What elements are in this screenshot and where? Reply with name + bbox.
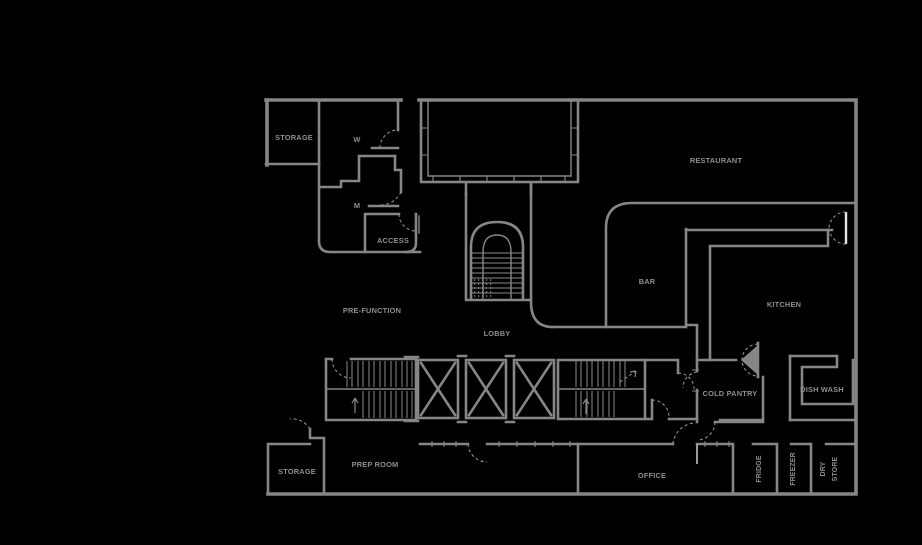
service-stair-left bbox=[324, 357, 418, 422]
vestibule-door-arc-lower bbox=[651, 399, 670, 418]
stair-right-up-arrow bbox=[582, 398, 590, 414]
label-restaurant: RESTAURANT bbox=[690, 156, 743, 165]
cold-pantry-south-door-arc bbox=[697, 421, 716, 441]
vestibule-door-arc-upper bbox=[677, 372, 695, 390]
label-prefunction: PRE-FUNCTION bbox=[343, 306, 401, 315]
kitchen-service-door-arc-lower bbox=[828, 228, 847, 245]
label-dry-store-line2: STORE bbox=[832, 456, 839, 481]
kitchen-swing-door-leaf bbox=[741, 345, 758, 375]
store-rooms-walls bbox=[718, 418, 858, 495]
label-dish-wash: DISH WASH bbox=[800, 385, 844, 394]
room-labels: STORAGE W M ACCESS RESTAURANT PRE-FUNCTI… bbox=[275, 133, 844, 486]
prep-room-walls bbox=[418, 441, 580, 463]
label-kitchen: KITCHEN bbox=[767, 300, 801, 309]
label-fridge: FRIDGE bbox=[756, 455, 763, 482]
label-freezer: FREEZER bbox=[790, 452, 797, 486]
kitchen-swing-door-arc bbox=[741, 343, 759, 377]
dishwash-walls bbox=[788, 354, 858, 422]
womens-door-arc bbox=[379, 129, 399, 149]
label-storage-bottom: STORAGE bbox=[278, 467, 316, 476]
storage-top-walls bbox=[264, 98, 422, 254]
storage-bottom-door-arc bbox=[289, 418, 311, 430]
toilet-block-walls bbox=[318, 98, 420, 254]
cold-pantry-west-door-arc bbox=[682, 371, 698, 389]
label-dry-store-line1: DRY bbox=[820, 461, 827, 476]
cold-pantry-walls bbox=[682, 341, 765, 441]
label-prep-room: PREP ROOM bbox=[352, 460, 399, 469]
glazed-enclosure bbox=[419, 98, 580, 197]
label-womens: W bbox=[353, 135, 360, 144]
kitchen-service-door-arc-upper bbox=[828, 211, 847, 230]
outer-walls bbox=[264, 98, 858, 496]
label-cold-pantry: COLD PANTRY bbox=[703, 389, 758, 398]
label-access: ACCESS bbox=[377, 236, 409, 245]
prep-room-door-arc bbox=[467, 443, 488, 463]
stair-right-flow-arrow bbox=[619, 370, 637, 383]
service-stair-right bbox=[556, 358, 699, 421]
mens-door-arc bbox=[377, 191, 402, 206]
bar-kitchen-walls bbox=[551, 201, 858, 362]
office-walls bbox=[576, 422, 735, 495]
label-storage-top: STORAGE bbox=[275, 133, 313, 142]
label-mens: M bbox=[354, 201, 360, 210]
label-lobby: LOBBY bbox=[484, 329, 511, 338]
office-door-arc bbox=[672, 422, 696, 445]
elevator-bank bbox=[403, 354, 556, 424]
access-door-arc bbox=[398, 213, 417, 232]
stair-left-up-arrow bbox=[351, 397, 359, 413]
label-office: OFFICE bbox=[638, 471, 666, 480]
label-bar: BAR bbox=[639, 277, 656, 286]
stair-left-door-arc bbox=[331, 358, 352, 379]
storage-bottom-walls bbox=[266, 418, 326, 495]
grand-staircase bbox=[464, 181, 555, 329]
